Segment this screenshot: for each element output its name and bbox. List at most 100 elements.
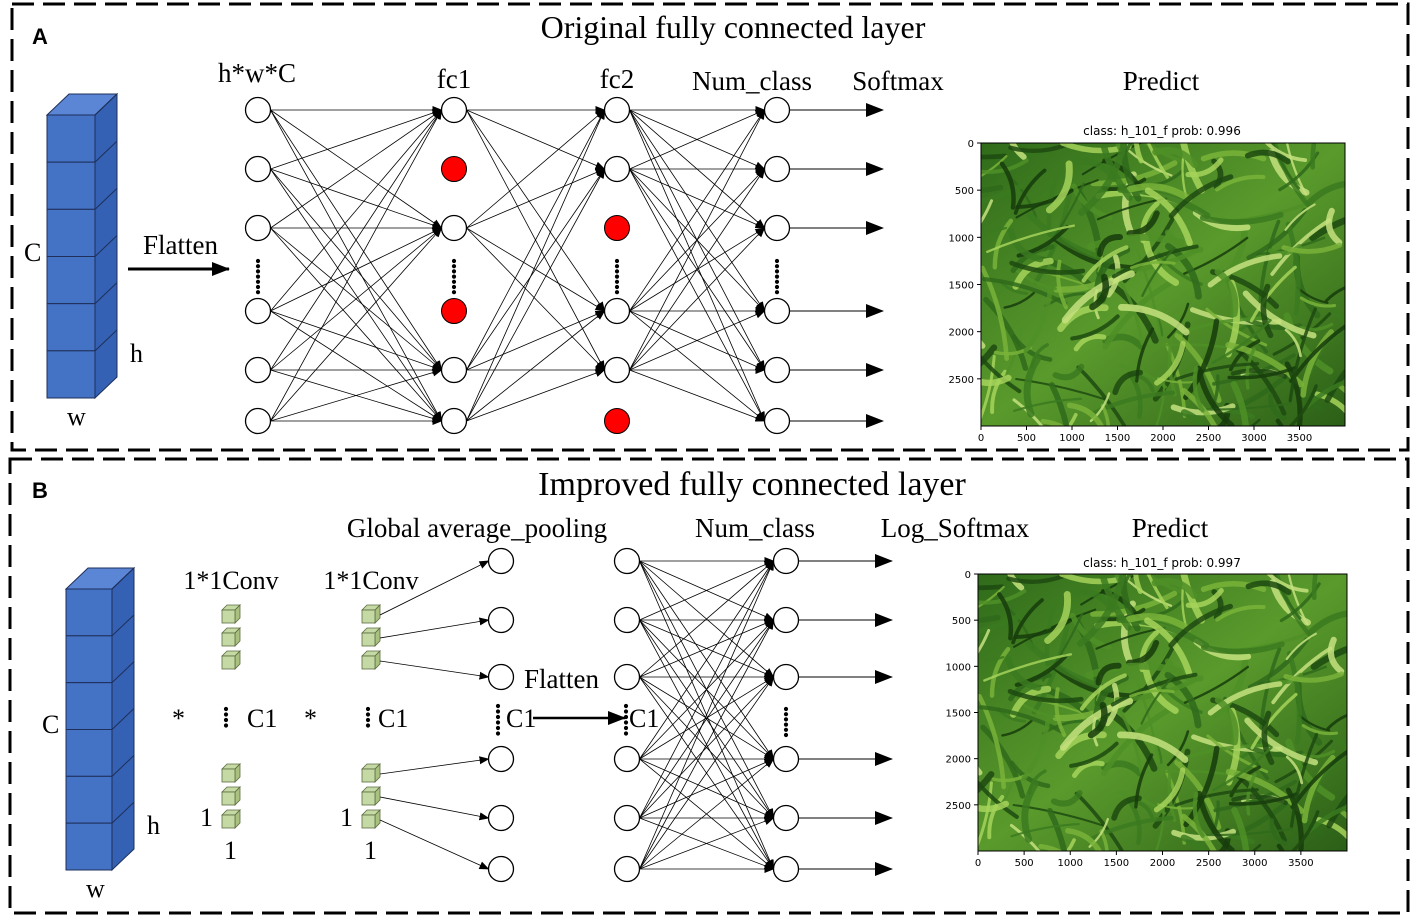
leaf-blade <box>1005 656 1042 691</box>
gap-ellipsis-dot <box>495 720 501 725</box>
connection-edge <box>270 227 443 422</box>
connection-edge <box>629 109 766 312</box>
num-class-ellipsis-dot <box>783 727 789 732</box>
fc2-ellipsis-dot <box>614 269 620 274</box>
connection-edge <box>270 109 442 422</box>
leaf-blade <box>1273 574 1302 620</box>
cube-face <box>361 814 376 829</box>
leaf-blade <box>981 226 1008 233</box>
panel-a-label: A <box>32 24 48 49</box>
connection-edge <box>466 109 605 371</box>
connection-edge <box>629 109 765 422</box>
conv2-ellipsis-dot <box>365 706 371 712</box>
leaf-blade <box>1077 574 1126 647</box>
panel-a-title: Original fully connected layer <box>541 9 926 45</box>
gap-node <box>487 547 515 575</box>
leaf-blade <box>999 161 1016 210</box>
leaf-blade <box>1301 749 1336 759</box>
leaf-blade <box>1021 715 1051 781</box>
cube-face <box>361 655 376 670</box>
leaf-blade <box>1010 177 1038 219</box>
leaf-blade <box>1212 353 1296 386</box>
input-node <box>244 407 272 435</box>
leaf-blade <box>1065 828 1103 851</box>
leaf-blade <box>1046 807 1068 851</box>
fc1-node <box>440 96 468 124</box>
leaf-blade <box>1200 827 1294 837</box>
connection-edge <box>270 109 443 371</box>
leaf-blade <box>978 655 1005 662</box>
header-predict-a: Predict <box>1123 66 1200 96</box>
leaf-blade <box>1326 793 1347 829</box>
panel-a: A Original fully connected layer C h w F… <box>10 2 1410 452</box>
leaf-blade <box>1180 574 1206 624</box>
fc2-ellipsis-dot <box>614 279 620 284</box>
leaf-blade <box>980 724 1026 799</box>
leaf-blade <box>1027 769 1047 795</box>
leaf-blade <box>1126 183 1193 203</box>
connection-edge <box>639 676 775 819</box>
leaf-blade <box>1264 143 1308 163</box>
flatten-node <box>613 606 641 634</box>
connection-edge <box>639 560 775 760</box>
conv1-ellipsis-dot <box>223 712 229 717</box>
fc1-ellipsis-dot <box>451 269 457 274</box>
leaf-blade <box>1276 843 1285 851</box>
leaf-blade <box>1230 368 1288 379</box>
num-class-ellipsis-dot <box>783 717 789 722</box>
block-a-h-label: h <box>130 339 143 368</box>
panel-b-title: Improved fully connected layer <box>538 466 966 503</box>
leaf-blade <box>1008 143 1068 153</box>
x-tick-label: 3500 <box>1287 433 1312 444</box>
connection-edge <box>629 168 766 371</box>
leaf-blade <box>1326 713 1347 730</box>
block-side-edge <box>111 754 135 777</box>
connection-edge <box>466 109 605 422</box>
conv2-ellipsis-dot <box>365 712 371 717</box>
leaf-blade <box>1228 792 1298 806</box>
leaf-blade <box>1142 234 1180 286</box>
leaf-blade <box>1258 647 1282 738</box>
leaf-blade <box>1279 582 1321 623</box>
input-ellipsis-dot <box>255 264 261 269</box>
connection-edge <box>466 168 606 229</box>
leaf-blade <box>1246 773 1257 816</box>
input-node <box>244 356 272 384</box>
leaf-blade <box>1287 574 1309 626</box>
leaf-blade <box>1094 246 1131 290</box>
gap-ellipsis-dot <box>495 709 501 714</box>
leaf-blade <box>1012 608 1097 648</box>
leaf-blade <box>1268 243 1302 256</box>
gap-node <box>487 745 515 773</box>
block-b-c-label: C <box>42 710 59 739</box>
num-class-ellipsis-dot <box>774 269 780 274</box>
leaf-blade <box>1180 143 1206 194</box>
leaf-blade <box>1152 146 1199 169</box>
input-ellipsis-dot <box>255 269 261 274</box>
gap-channels: C1 <box>506 704 536 733</box>
leaf-blade <box>1192 366 1205 413</box>
leaf-blade <box>1212 746 1273 792</box>
leaf-blade <box>1250 692 1298 750</box>
num-class-node <box>763 356 791 384</box>
num-class-node <box>763 96 791 124</box>
conv2-one-side: 1 <box>340 803 353 832</box>
y-tick-label: 500 <box>952 616 971 627</box>
leaf-blade <box>1231 806 1250 851</box>
network-a-edges <box>270 103 884 428</box>
cube-face <box>361 791 376 806</box>
leaf-blade <box>1200 580 1267 593</box>
leaf-blade <box>1230 381 1249 426</box>
connection-edge <box>270 310 443 371</box>
panel-b-frame <box>8 457 1410 915</box>
leaf-blade <box>1146 574 1169 610</box>
leaf-blade <box>1267 149 1310 196</box>
leaf-blade <box>1021 780 1039 843</box>
leaf-blade <box>1288 384 1318 426</box>
fc1-node <box>440 356 468 384</box>
feature-map-block-a <box>45 92 119 400</box>
leaf-blade <box>1126 148 1173 177</box>
connection-edge <box>466 109 606 229</box>
leaf-blade <box>989 646 1011 698</box>
leaf-blade <box>1099 143 1133 201</box>
